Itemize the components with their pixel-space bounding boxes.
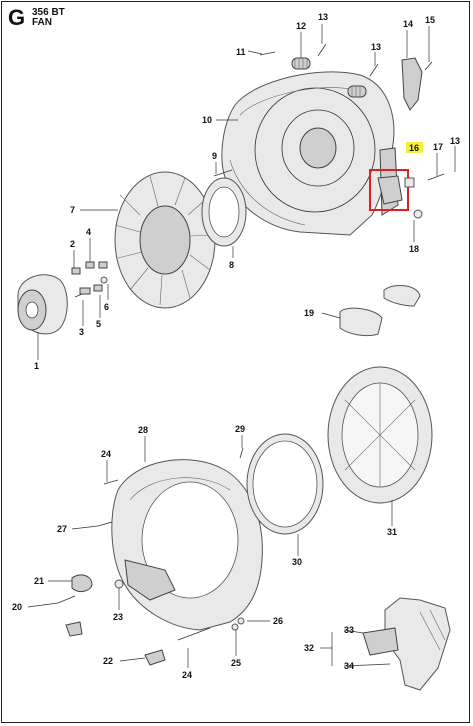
callout-15: 15 <box>425 15 435 25</box>
callout-25: 25 <box>231 658 241 668</box>
callout-10: 10 <box>202 115 212 125</box>
washer-part <box>413 209 423 219</box>
callout-4: 4 <box>86 227 91 237</box>
callout-9: 9 <box>212 151 217 161</box>
cover-part-19 <box>339 284 421 337</box>
fan-housing-part <box>221 71 399 236</box>
callout-12: 12 <box>296 21 306 31</box>
highlight-box <box>369 169 409 211</box>
section-name: FAN <box>32 17 52 28</box>
callout-33: 33 <box>344 625 354 635</box>
spring-part <box>291 57 367 98</box>
callout-29: 29 <box>235 424 245 434</box>
callout-13b: 13 <box>371 42 381 52</box>
callout-5: 5 <box>96 319 101 329</box>
callout-8: 8 <box>229 260 234 270</box>
blower-housing-part <box>111 459 263 631</box>
callout-22: 22 <box>103 656 113 666</box>
callout-34: 34 <box>344 661 354 671</box>
callout-32: 32 <box>304 643 314 653</box>
callout-16: 16 <box>409 143 419 153</box>
model-name: 356 BT <box>32 7 65 18</box>
callout-6: 6 <box>104 302 109 312</box>
callout-1: 1 <box>34 361 39 371</box>
screw-parts <box>213 43 445 181</box>
handle-assembly-part <box>362 597 451 691</box>
callout-30: 30 <box>292 557 302 567</box>
callout-26: 26 <box>273 616 283 626</box>
highlight-label-bg <box>406 142 423 153</box>
lower-small-parts <box>57 447 245 666</box>
callout-24a: 24 <box>101 449 111 459</box>
highlighted-part-16 <box>369 169 423 219</box>
callout-23: 23 <box>113 612 123 622</box>
callout-24b: 24 <box>182 670 192 680</box>
callout-2: 2 <box>70 239 75 249</box>
callout-21: 21 <box>34 576 44 586</box>
callout-14: 14 <box>403 19 413 29</box>
small-hardware-parts <box>71 261 108 298</box>
screw-part <box>424 61 433 71</box>
cover-plate-part <box>327 366 433 504</box>
callout-27: 27 <box>57 524 67 534</box>
callout-17: 17 <box>433 142 443 152</box>
callout-28: 28 <box>138 425 148 435</box>
callout-18: 18 <box>409 244 419 254</box>
callout-20: 20 <box>12 602 22 612</box>
leader-lines <box>27 24 456 668</box>
callout-3: 3 <box>79 327 84 337</box>
section-letter: G <box>8 5 26 30</box>
nut-part <box>404 177 415 188</box>
ring-part <box>201 177 247 247</box>
callout-11: 11 <box>236 47 246 57</box>
fan-wheel-part <box>114 171 216 309</box>
callout-13c: 13 <box>450 136 460 146</box>
callout-13a: 13 <box>318 12 328 22</box>
callout-19: 19 <box>304 308 314 318</box>
callout-31: 31 <box>387 527 397 537</box>
bracket-part <box>401 57 423 111</box>
callout-7: 7 <box>70 205 75 215</box>
flywheel-hub-part <box>17 274 68 335</box>
gasket-ring-part <box>246 433 324 535</box>
